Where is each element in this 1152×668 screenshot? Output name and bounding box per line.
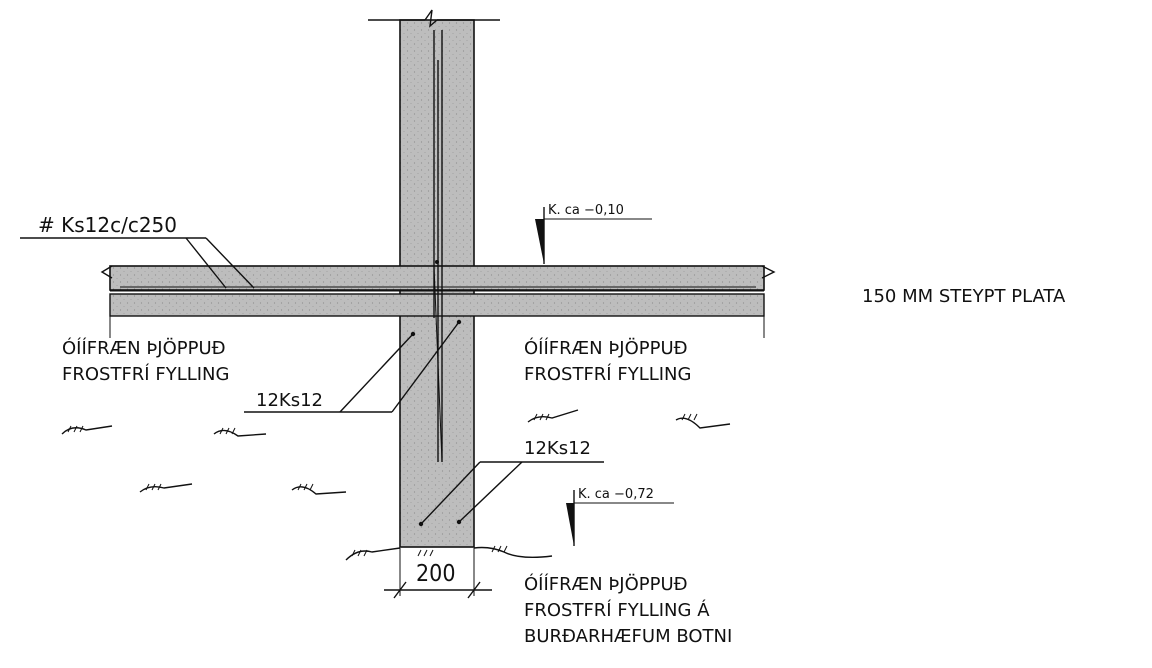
soil-hatches: [61, 409, 731, 561]
rebar-label-upper: 12Ks12: [244, 321, 460, 413]
level-bottom-text: K. ca −0,72: [578, 487, 654, 502]
width-dimension: 200: [384, 548, 492, 599]
rebar-lower-text: 12Ks12: [524, 438, 591, 459]
level-top-text: K. ca −0,10: [548, 203, 624, 218]
rebar-label-lower: 12Ks12: [420, 438, 604, 525]
wall-rebar: [433, 30, 443, 463]
bottom-note-line3: BURÐARHÆFUM BOTNI: [524, 626, 732, 647]
bottom-note-line2: FROSTFRÍ FYLLING Á: [524, 599, 710, 621]
fill-left-line2: FROSTFRÍ FYLLING: [62, 363, 229, 385]
concrete-slab: [100, 265, 776, 338]
mesh-label: # Ks12c/c250: [20, 213, 255, 289]
fill-left-line1: ÓÍÍFRÆN ÞJÖPPUÐ: [62, 337, 226, 359]
mesh-text: # Ks12c/c250: [38, 213, 177, 237]
width-dim-text: 200: [416, 561, 456, 587]
level-marker-bottom: K. ca −0,72: [566, 487, 674, 546]
fill-right-line2: FROSTFRÍ FYLLING: [524, 363, 691, 385]
rebar-upper-text: 12Ks12: [256, 390, 323, 411]
break-line-top: [368, 9, 500, 28]
level-marker-top: K. ca −0,10: [535, 203, 652, 264]
fill-right-line1: ÓÍÍFRÆN ÞJÖPPUÐ: [524, 337, 688, 359]
bottom-note-line1: ÓÍÍFRÆN ÞJÖPPUÐ: [524, 573, 688, 595]
slab-note: 150 MM STEYPT PLATA: [862, 286, 1066, 307]
